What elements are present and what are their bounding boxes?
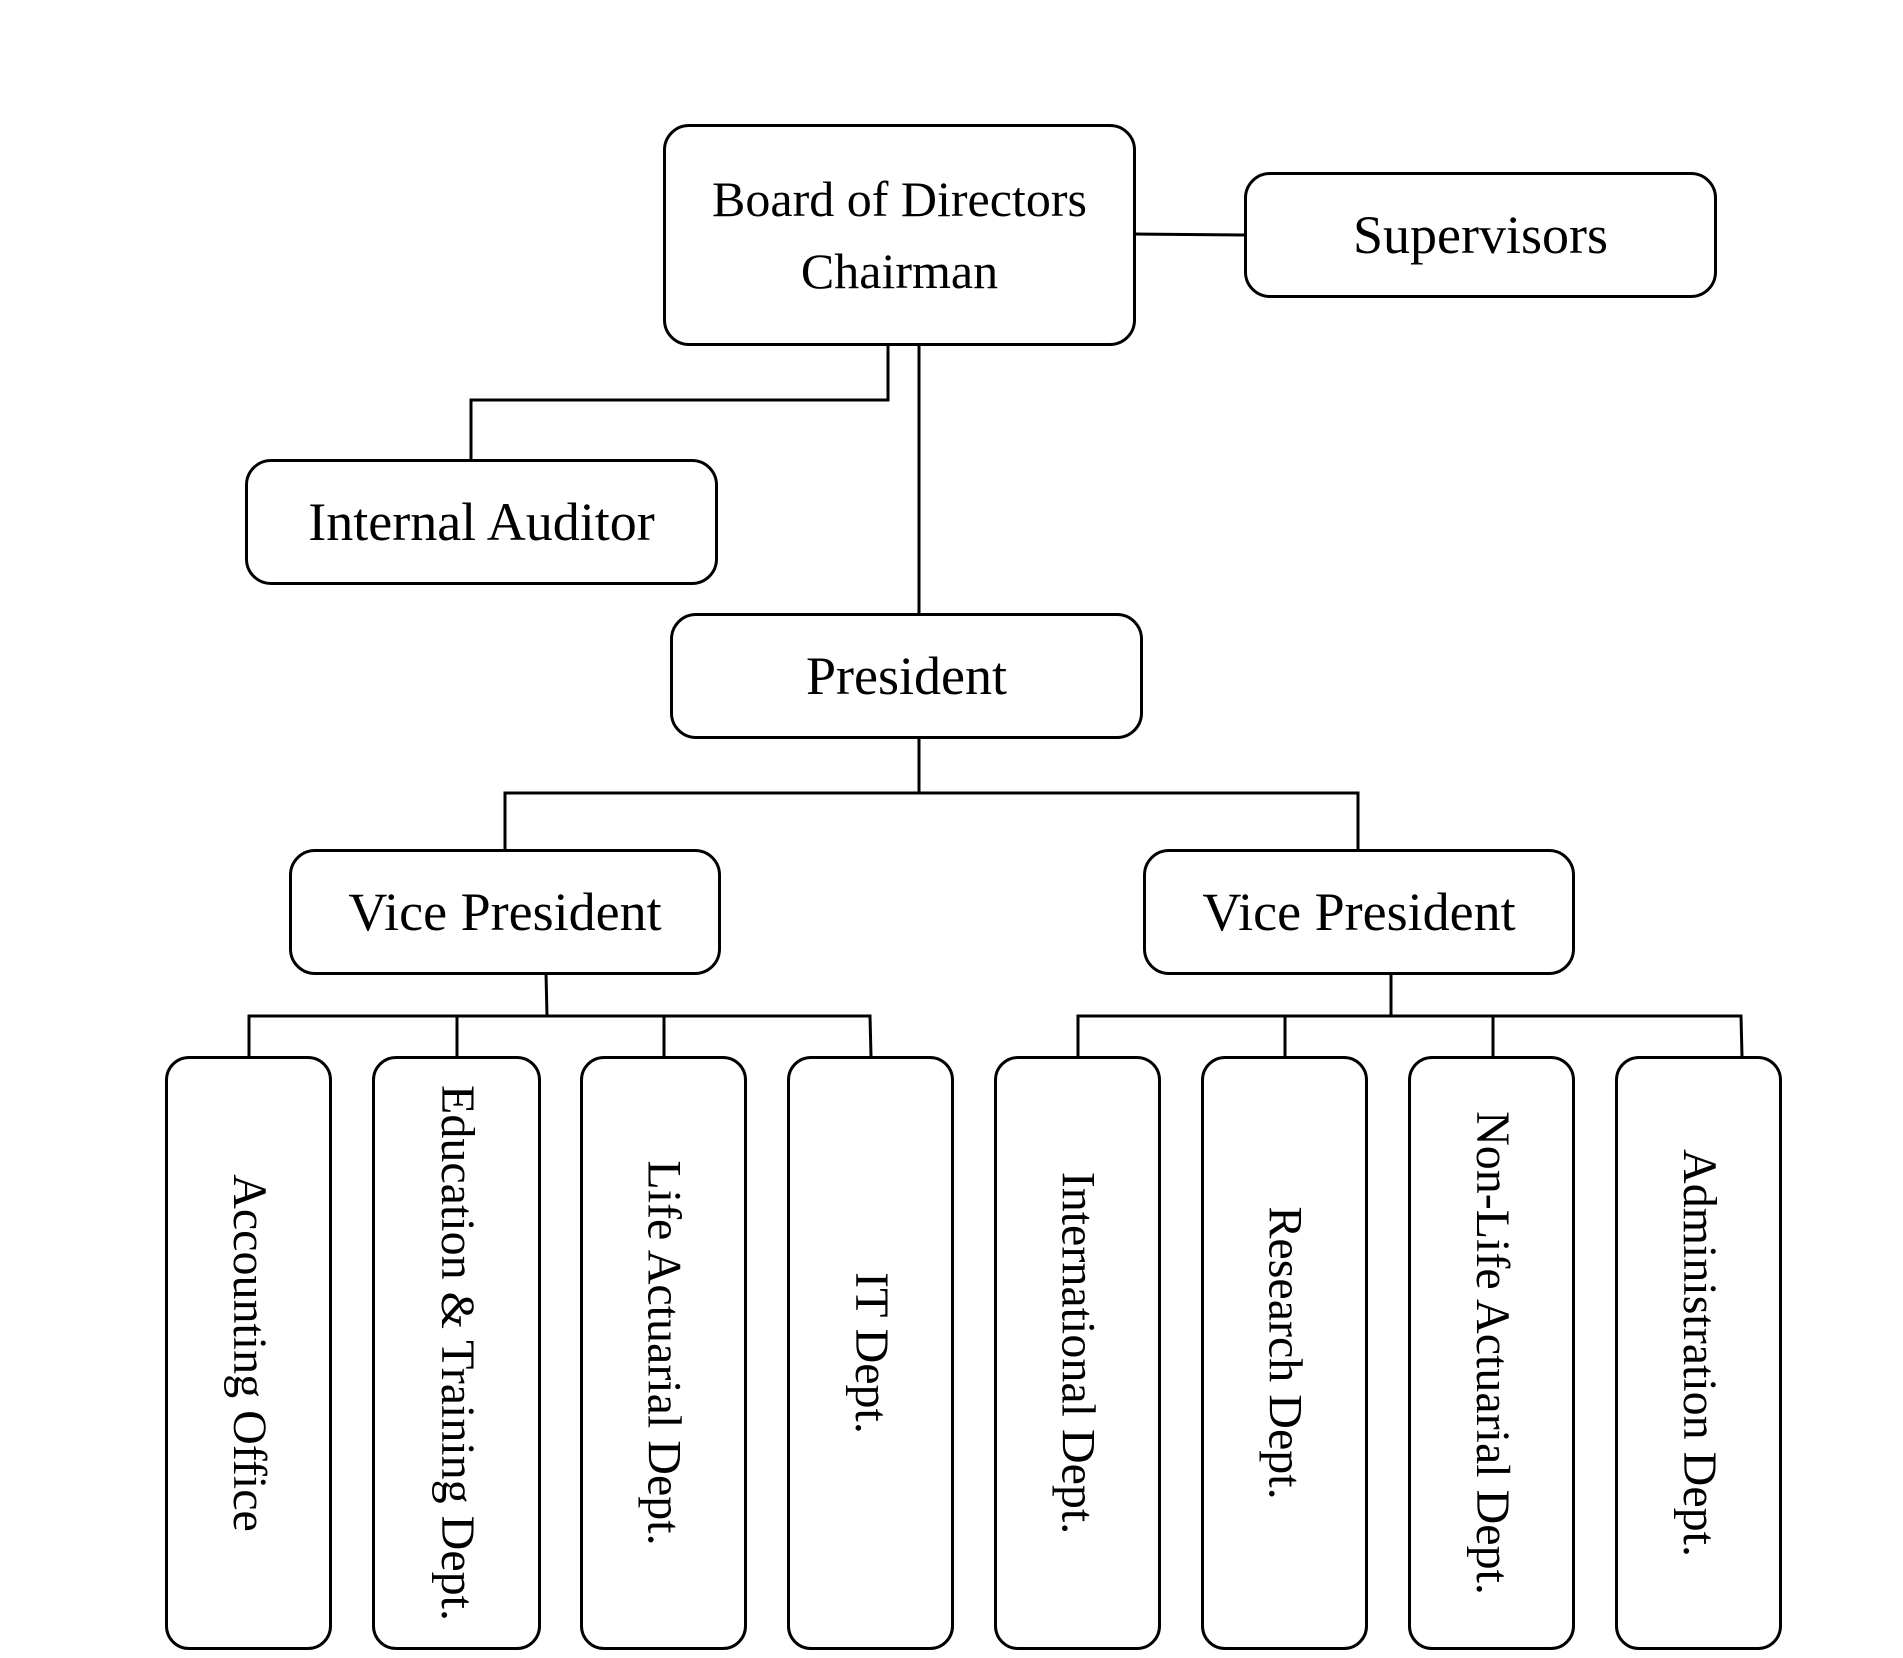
department-box-life-actuarial: Life Actuarial Dept. [580,1056,747,1650]
department-box-education-training: Education & Training Dept. [372,1056,541,1650]
supervisors-box: Supervisors [1244,172,1717,298]
vp-left-departments-connector [247,972,873,1057]
president-vp-connector [503,738,1360,849]
internal-auditor-box: Internal Auditor [245,459,718,585]
president-label: President [806,646,1007,706]
vice-president-label: Vice President [1202,882,1516,942]
department-label: International Dept. [1051,1171,1105,1535]
department-box-research: Research Dept. [1201,1056,1368,1650]
board-auditor-connector [469,344,890,461]
board-of-directors-box: Board of Directors Chairman [663,124,1136,346]
department-box-accounting: Accounting Office [165,1056,332,1650]
department-label: Accounting Office [222,1174,276,1532]
vice-president-label: Vice President [348,882,662,942]
department-box-non-life-actuarial: Non-Life Actuarial Dept. [1408,1056,1575,1650]
board-title: Board of Directors [712,171,1087,227]
board-chairman: Chairman [800,243,999,299]
vice-president-box-left: Vice President [289,849,721,975]
internal-auditor-label: Internal Auditor [308,492,655,552]
department-box-international: International Dept. [994,1056,1161,1650]
department-label: Education & Training Dept. [430,1085,484,1621]
department-label: Life Actuarial Dept. [637,1160,691,1546]
vice-president-box-right: Vice President [1143,849,1575,975]
department-box-administration: Administration Dept. [1615,1056,1782,1650]
board-supervisors-connector [1135,232,1245,237]
department-box-it: IT Dept. [787,1056,954,1650]
department-label: IT Dept. [844,1272,898,1434]
department-label: Research Dept. [1258,1206,1312,1500]
department-label: Administration Dept. [1672,1149,1726,1557]
vp-right-departments-connector [1076,973,1744,1057]
department-label: Non-Life Actuarial Dept. [1465,1111,1519,1595]
president-box: President [670,613,1143,739]
supervisors-label: Supervisors [1353,205,1608,265]
